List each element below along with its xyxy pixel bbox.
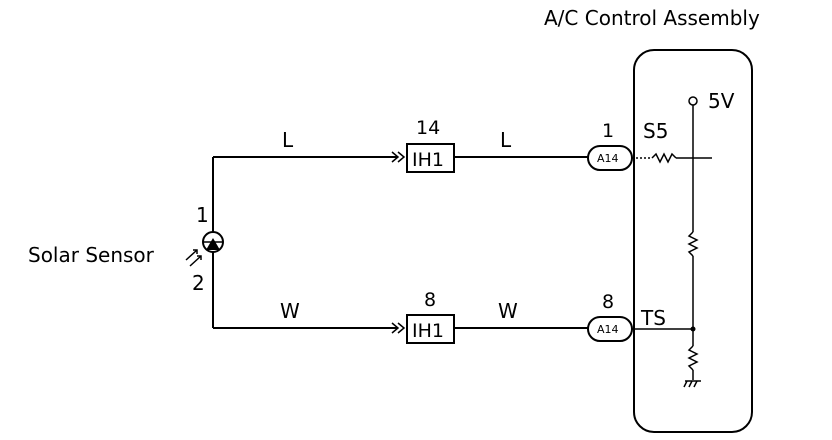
- sensor-pin-top: 1: [196, 203, 209, 227]
- top-connector-arrows: [391, 151, 406, 163]
- bottom-wire-left-color: W: [280, 299, 300, 323]
- assembly-title: A/C Control Assembly: [544, 6, 760, 30]
- top-junction-label: IH1: [412, 149, 444, 171]
- top-terminal-label: S5: [643, 119, 668, 143]
- photodiode-symbol: [185, 231, 224, 267]
- bottom-junction-label: IH1: [412, 320, 444, 342]
- supply-terminal: [688, 96, 698, 106]
- bottom-junction-pin: 8: [424, 289, 436, 311]
- bottom-wire-right-color: W: [498, 299, 518, 323]
- bottom-terminal-label: TS: [640, 306, 666, 330]
- top-internal-resistor: [632, 152, 677, 164]
- ts-junction-dot: [690, 326, 696, 332]
- pulldown-resistor: [687, 345, 699, 371]
- top-connector-label: A14: [597, 152, 619, 165]
- sensor-pin-bottom: 2: [192, 271, 205, 295]
- top-wire-left-color: L: [282, 128, 294, 152]
- top-junction-pin: 14: [416, 117, 440, 139]
- top-connector-pin: 1: [602, 120, 614, 142]
- sensor-label: Solar Sensor: [28, 243, 155, 267]
- bottom-connector-arrows: [391, 322, 406, 334]
- ground-icon: [683, 380, 701, 388]
- top-wire-right-color: L: [500, 128, 512, 152]
- pullup-resistor: [687, 231, 699, 257]
- bottom-connector-pin: 8: [602, 291, 614, 313]
- supply-label: 5V: [708, 89, 735, 113]
- bottom-connector-label: A14: [597, 323, 619, 336]
- control-assembly-box: [633, 49, 753, 433]
